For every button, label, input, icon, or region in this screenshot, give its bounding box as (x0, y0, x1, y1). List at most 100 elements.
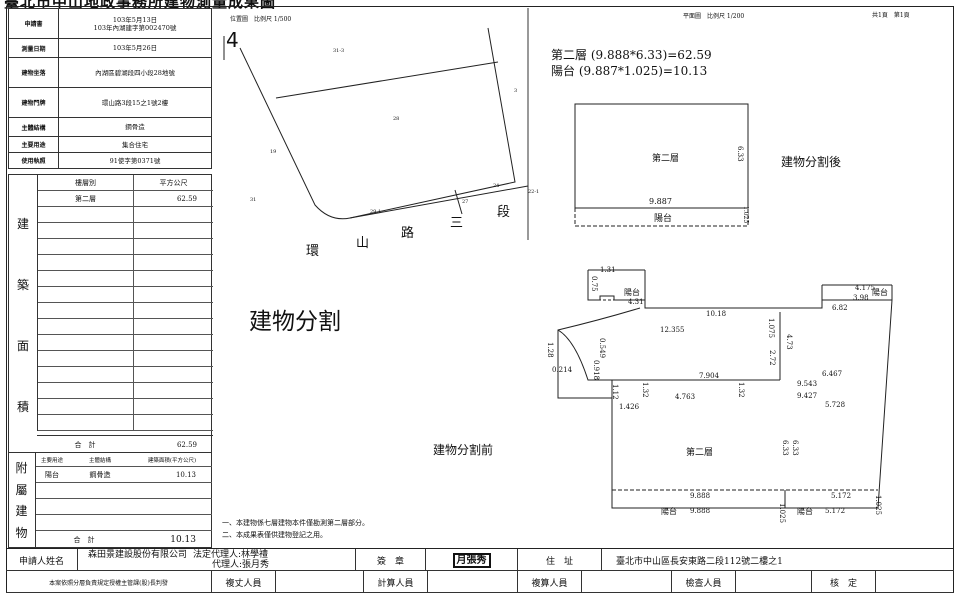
dimension-label: 5.172 (825, 507, 846, 515)
applicant-name: 森田景建設股份有限公司 (88, 550, 188, 560)
seal-label: 簽 章 (356, 549, 426, 571)
dimension-label: 6.33 (781, 440, 789, 456)
address-label: 住 址 (518, 549, 602, 571)
calc-person-value (428, 571, 518, 593)
applicant-cell: 森田景建設股份有限公司法定代理人:林學禮 代理人:張月秀 (78, 549, 356, 571)
document-title: 臺北市中山地政事務所建物測量成果圖 (4, 0, 277, 11)
checker-value (582, 571, 672, 593)
dimension-label: 1.426 (619, 403, 640, 411)
area-blank-row (38, 319, 213, 335)
before-balcony: 陽台 (661, 507, 677, 516)
area-total-label: 合 計 (74, 440, 96, 449)
road-char: 三 (450, 216, 464, 231)
calc-line: 陽台 (9.887*1.025)=10.13 (551, 64, 708, 78)
after-caption: 建物分割後 (781, 155, 842, 169)
dimension-label: 1.075 (767, 318, 775, 339)
page-number-label: 共1頁 第1頁 (872, 12, 910, 19)
lot-line (275, 61, 499, 99)
lot-line (454, 189, 463, 215)
attach-area: 10.13 (175, 470, 196, 479)
dimension-label: 5.172 (831, 492, 852, 500)
after-height: 6.33 (736, 146, 744, 162)
info-label: 使用執照 (8, 152, 59, 169)
plan-scale-label: 平面圖 比例尺 1/200 (683, 13, 745, 20)
agent-name: 代理人:張月秀 (212, 560, 270, 570)
balcony-rect (574, 207, 749, 227)
footer-table: 申請人姓名 森田景建設股份有限公司法定代理人:林學禮 代理人:張月秀 簽 章 月… (6, 548, 954, 593)
before-balcony: 陽台 (872, 288, 888, 297)
attach-section-char: 屬 (15, 482, 28, 497)
area-blank-row (38, 303, 213, 319)
road-char: 山 (356, 236, 370, 251)
dimension-label: 1.025 (778, 503, 786, 524)
area-blank-row (38, 367, 213, 383)
road-char: 環 (306, 244, 320, 259)
area-blank-row (38, 335, 213, 351)
dimension-label: 1.025 (874, 495, 882, 516)
curve-wall (557, 329, 612, 381)
floor-header: 樓層別 (38, 175, 134, 190)
attach-header: 主要用途 (40, 457, 63, 464)
dimension-label: 9.427 (797, 392, 818, 400)
attach-total-value: 10.13 (170, 535, 196, 545)
after-balcony-depth: 1.025 (742, 206, 749, 224)
dimension-label: 9.888 (690, 492, 711, 500)
area-blank-row (38, 271, 213, 287)
attach-blank-row (36, 499, 212, 515)
before-floor-label: 第二層 (686, 448, 714, 458)
big-caption: 建物分割 (249, 309, 341, 335)
lot-boundary (239, 27, 516, 220)
area-section-char: 築 (16, 278, 29, 292)
attach-header: 主體結構 (88, 457, 111, 464)
dimension-label: 0.75 (590, 276, 598, 292)
dimension-label: 4.73 (785, 334, 793, 350)
approve-value (876, 571, 954, 593)
dimension-label: 0.918 (592, 360, 600, 381)
checker-label: 複算人員 (518, 571, 582, 593)
lot-label: 22-1 (528, 189, 540, 195)
lot-label: 27 (462, 199, 469, 205)
north-mark: 4 (226, 28, 239, 52)
lot-label: 31-3 (333, 48, 345, 54)
dimension-label: 1.32 (641, 382, 649, 398)
before-balcony: 陽台 (797, 507, 813, 516)
dimension-label: 9.888 (690, 507, 711, 515)
delegation-note: 本案依照分層負責規定授權主管課(股)長判發 (6, 571, 212, 593)
lot-label: 28 (393, 116, 400, 122)
dimension-label: 7.904 (699, 372, 720, 380)
area-blank-row (38, 351, 213, 367)
area-section-char: 建 (16, 217, 29, 231)
dimension-label: 5.728 (825, 401, 846, 409)
area-blank-row (38, 207, 213, 223)
area-section-label: 建築面積 (9, 215, 37, 465)
area-blank-row (38, 399, 213, 415)
dimension-label: 1.31 (600, 266, 616, 274)
attach-blank-row (36, 515, 212, 531)
attach-header: 建築面積(平方公尺) (147, 457, 197, 464)
lot-label: 31 (250, 197, 257, 203)
dimension-label: 1.12 (611, 384, 619, 400)
info-label: 申請書 (8, 8, 59, 39)
info-value: 91使字第0371號 (58, 152, 212, 169)
calc-person-label: 計算人員 (364, 571, 428, 593)
after-width: 9.887 (649, 197, 672, 206)
location-scale-label: 位置圖 比例尺 1/500 (230, 16, 292, 23)
area-total-value: 62.59 (176, 440, 197, 449)
dimension-label: 0.214 (552, 366, 573, 374)
dimension-label: 4.763 (675, 393, 696, 401)
dimension-label: 0.549 (598, 338, 606, 359)
footer-row-1: 申請人姓名 森田景建設股份有限公司法定代理人:林學禮 代理人:張月秀 簽 章 月… (6, 549, 954, 571)
lot-label: 3 (514, 88, 518, 94)
info-value: 103年5月13日 103年內湖建字第002470號 (58, 8, 212, 39)
road-edge (349, 185, 529, 219)
lot-label: 29-1 (370, 209, 382, 215)
applicant-label: 申請人姓名 (6, 549, 78, 571)
dimension-label: 6.33 (791, 440, 799, 456)
outline (557, 270, 893, 509)
area-blank-row (38, 383, 213, 399)
attach-section-char: 附 (15, 461, 28, 475)
site-map (223, 27, 529, 220)
area-blank-row (38, 223, 213, 239)
dimension-label: 4.175 (855, 284, 876, 292)
